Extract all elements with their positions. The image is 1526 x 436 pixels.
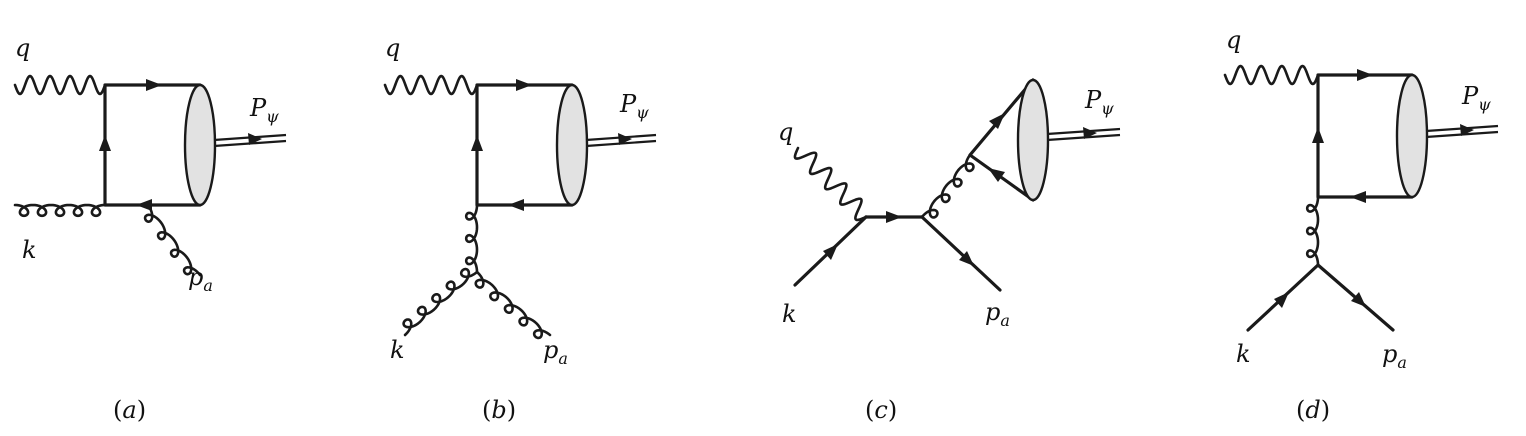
diagram-c-label-k: k (782, 300, 797, 328)
diagram-a-incoming-gluon (13, 203, 107, 218)
diagram-c-arrow-upper (989, 113, 1005, 129)
diagram-c-photon-line (793, 146, 868, 222)
diagram-a-quarkonium-blob (183, 83, 217, 207)
diagram-c-arrow-incoming (823, 244, 838, 260)
diagram-c-arrow-outgoing (959, 251, 974, 266)
diagram-a-label-ppsi: Pψ (249, 94, 279, 126)
diagram-b-incoming-gluon (402, 267, 479, 337)
diagram-a-photon-line (13, 74, 107, 96)
diagram-d-label-pa: pa (1382, 340, 1407, 372)
diagram-d-label-k: k (1236, 340, 1251, 368)
diagram-a-outgoing-gluon (143, 203, 202, 277)
diagram-b-label-q: q (385, 34, 400, 62)
diagram-c-label-p: p (985, 298, 1000, 326)
diagram-b-outgoing-gluon (474, 270, 552, 340)
diagram-c-label-psi: ψ (1101, 99, 1114, 118)
diagram-b-label-k: k (390, 336, 405, 364)
diagram-d-arrow-left (1312, 127, 1324, 143)
diagram-c: q k pa Pψ (c) (778, 78, 1121, 424)
diagram-c-quarkonium-blob (1016, 78, 1050, 202)
diagram-c-label-ppsi: Pψ (1084, 86, 1114, 118)
diagram-b-quarkonium-arrow (618, 133, 632, 145)
diagram-c-quarkonium-arrow (1083, 127, 1097, 139)
diagram-a-label-p: p (188, 263, 203, 291)
diagram-b-arrow-top (516, 79, 532, 91)
diagram-c-caption: (c) (865, 396, 897, 424)
diagram-d-label-P: P (1461, 82, 1479, 110)
diagram-a-label-pa: pa (188, 263, 213, 295)
diagram-b-photon-line (383, 74, 479, 96)
diagram-b-label-P: P (619, 90, 637, 118)
diagram-a-caption: (a) (113, 396, 146, 424)
diagram-d-arrow-top (1357, 69, 1373, 81)
diagram-b-arrow-bottom (508, 199, 524, 211)
diagram-d-quarkonium-blob (1395, 73, 1429, 199)
diagram-d-arrow-outgoing (1351, 292, 1366, 307)
diagram-a-quarkonium-arrow (248, 133, 262, 145)
diagram-a-label-a: a (203, 276, 213, 295)
diagram-a-arrow-bottom (136, 199, 152, 211)
diagram-b-label-psi: ψ (636, 103, 649, 122)
diagram-b-caption: (b) (482, 396, 516, 424)
diagram-a-arrow-left (99, 135, 111, 151)
diagram-a-label-k: k (22, 236, 37, 264)
diagram-c-quarkonium-line-2 (1046, 133, 1121, 142)
diagram-c-label-P: P (1084, 86, 1102, 114)
diagram-a-label-q: q (15, 34, 30, 62)
diagram-a-arrow-top (146, 79, 162, 91)
diagram-b-label-p: p (543, 336, 558, 364)
diagram-c-outgoing-quark (920, 215, 1002, 292)
diagram-d-label-psi: ψ (1478, 95, 1491, 114)
diagram-c-gluon (920, 153, 975, 219)
diagram-b-arrow-left (471, 135, 483, 151)
diagram-d-caption: (d) (1296, 396, 1330, 424)
diagram-c-label-a: a (1000, 311, 1010, 330)
diagram-d-photon-line (1223, 64, 1320, 86)
diagram-a-label-P: P (249, 94, 267, 122)
diagram-a: q k pa Pψ (a) (13, 34, 287, 424)
diagram-d-arrow-bottom (1350, 191, 1366, 203)
diagram-b-label-a: a (558, 349, 568, 368)
diagram-c-label-pa: pa (985, 298, 1010, 330)
diagram-b: q k pa Pψ (b) (383, 34, 657, 424)
diagram-b-quarkonium-blob (555, 83, 589, 207)
diagram-d-arrow-incoming (1274, 292, 1289, 308)
diagram-c-quark-pair (968, 78, 1035, 202)
diagram-d-label-q: q (1226, 26, 1241, 54)
diagram-d: q k pa Pψ (d) (1223, 26, 1499, 424)
diagram-c-arrow-propagator (886, 211, 902, 223)
diagram-b-internal-gluon (464, 203, 479, 274)
diagram-d-label-a: a (1397, 353, 1407, 372)
diagram-d-label-p: p (1382, 340, 1397, 368)
diagram-d-label-ppsi: Pψ (1461, 82, 1491, 114)
diagram-c-label-q: q (778, 118, 793, 146)
diagram-d-quarkonium-arrow (1460, 124, 1474, 136)
diagram-c-arrow-lower (988, 168, 1005, 182)
diagram-d-internal-gluon (1305, 195, 1320, 267)
diagram-b-label-pa: pa (543, 336, 568, 368)
diagram-b-label-ppsi: Pψ (619, 90, 649, 122)
diagram-a-label-psi: ψ (266, 107, 279, 126)
